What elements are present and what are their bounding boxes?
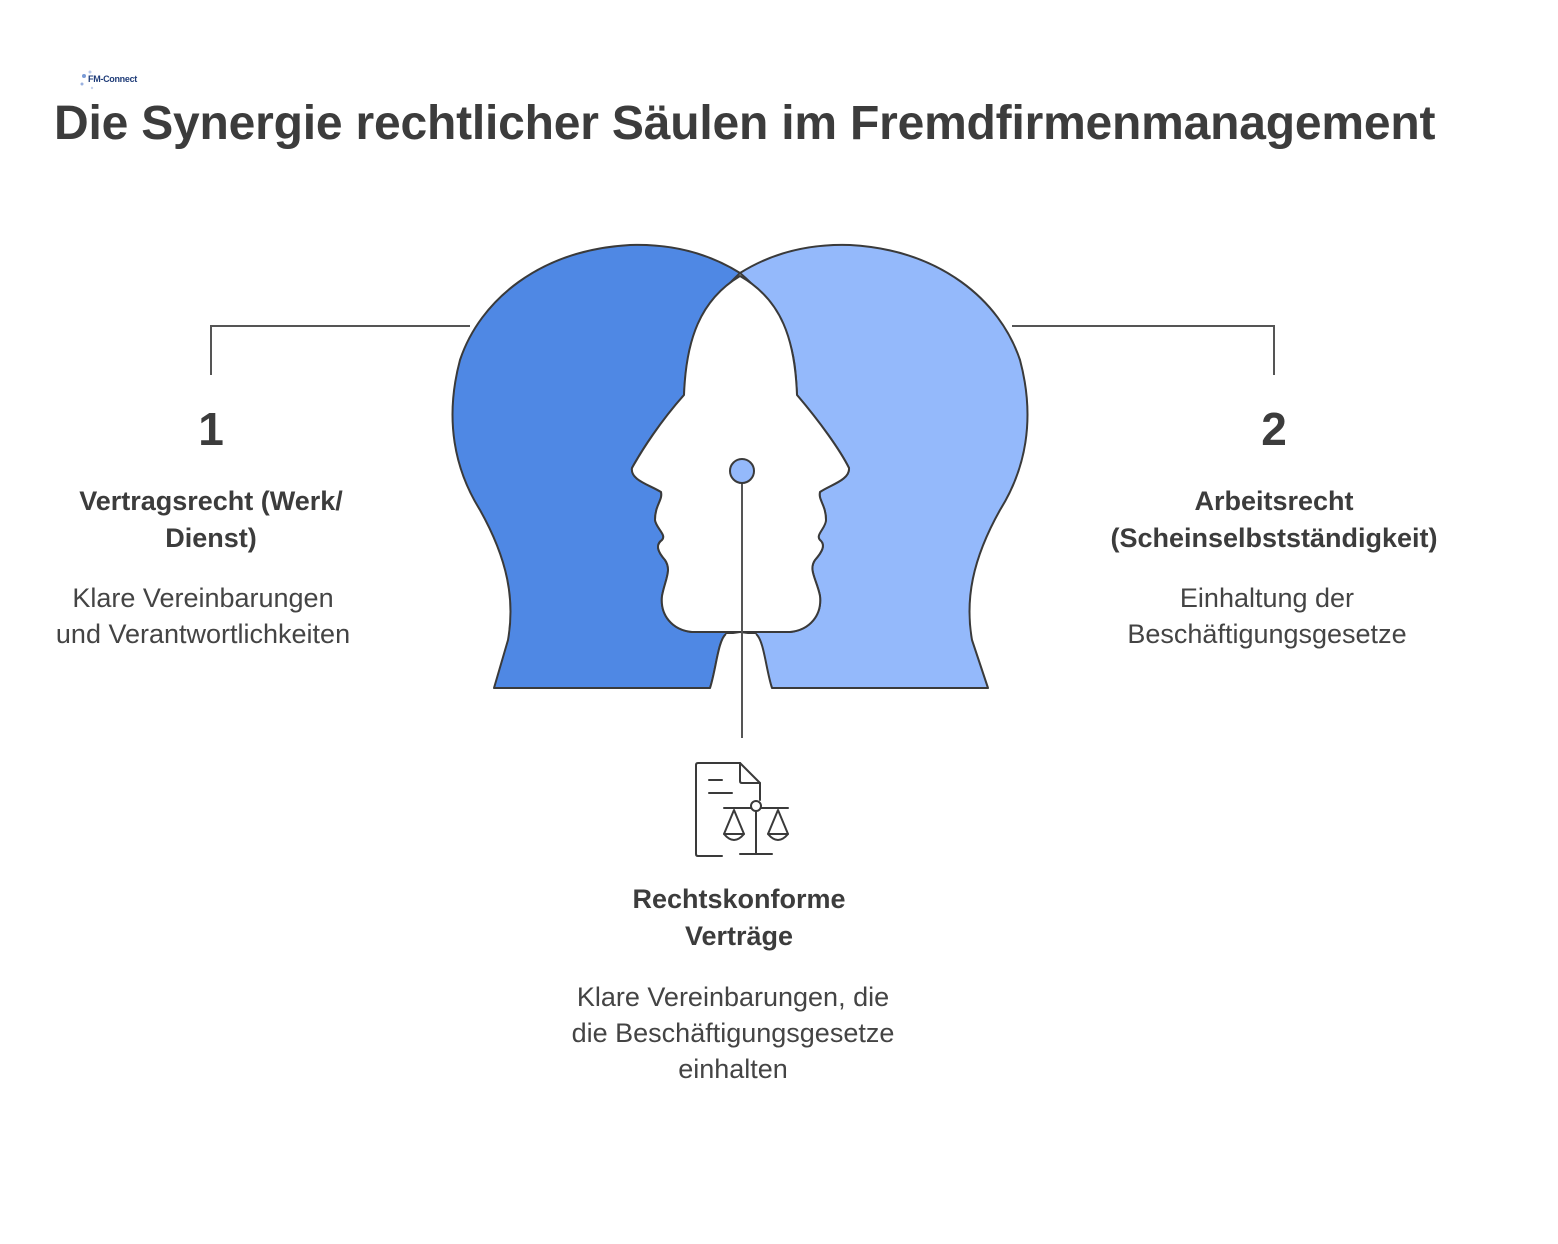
- connector-left: [210, 325, 470, 375]
- item-2-description: Einhaltung der Beschäftigungsgesetze: [1127, 583, 1407, 649]
- item-2-heading: Arbeitsrecht (Scheinselbstständigkeit): [1110, 486, 1438, 553]
- logo: FM-Connect: [78, 68, 140, 94]
- center-pin-dot: [729, 458, 755, 484]
- item-1-number: 1: [198, 403, 224, 455]
- item-2-number: 2: [1261, 403, 1287, 455]
- connector-right: [1012, 325, 1275, 375]
- item-1-heading: Vertragsrecht (Werk/ Dienst): [79, 486, 343, 553]
- center-description: Klare Vereinbarungen, die die Beschäftig…: [571, 982, 895, 1084]
- item-1-description: Klare Vereinbarungen und Verantwortlichk…: [55, 583, 351, 649]
- page-title: Die Synergie rechtlicher Säulen im Fremd…: [54, 97, 1436, 150]
- center-heading: Rechtskonforme Verträge: [632, 884, 846, 951]
- logo-text: FM-Connect: [88, 74, 137, 84]
- contract-scales-icon: [695, 762, 789, 857]
